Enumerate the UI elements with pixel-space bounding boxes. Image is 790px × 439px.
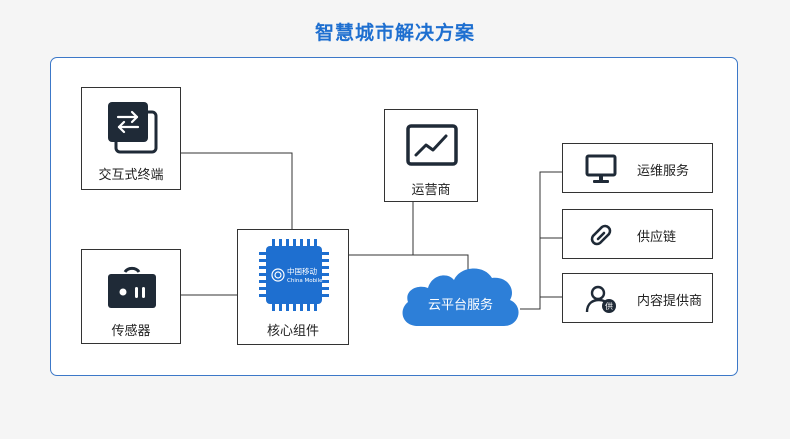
- line-chart-icon: [406, 124, 458, 166]
- node-terminal: 交互式终端: [81, 87, 181, 190]
- page-title: 智慧城市解决方案: [314, 23, 475, 44]
- china-mobile-chip-icon: 中国移动 China Mobile: [259, 239, 329, 311]
- service-supply-label: 供应链: [637, 229, 677, 244]
- provider-badge: 供: [605, 301, 613, 311]
- cloud-icon: [402, 268, 519, 326]
- chip-text-cn: 中国移动: [287, 266, 317, 276]
- node-sensor: 传感器: [81, 249, 181, 344]
- node-terminal-label: 交互式终端: [98, 167, 164, 182]
- connector-core-cloud: [349, 254, 469, 270]
- node-core-label: 核心组件: [266, 323, 319, 338]
- connector-cloud-ops: [520, 171, 562, 310]
- node-operator: 运营商: [384, 109, 478, 202]
- node-sensor-label: 传感器: [111, 323, 151, 338]
- monitor-icon: [585, 154, 617, 183]
- service-ops-label: 运维服务: [637, 163, 690, 178]
- service-content-label: 内容提供商: [637, 293, 703, 308]
- swap-arrows-icon: [108, 102, 158, 154]
- node-core: 中国移动 China Mobile 核心组件: [237, 229, 349, 345]
- service-content: 供 内容提供商: [562, 273, 713, 323]
- node-cloud-label: 云平台服务: [427, 297, 493, 312]
- service-supply: 供应链: [562, 209, 713, 259]
- link-icon: [590, 224, 612, 246]
- sensor-device-icon: [108, 266, 156, 308]
- provider-user-icon: 供: [585, 285, 616, 313]
- node-operator-label: 运营商: [411, 182, 451, 197]
- chip-text-en: China Mobile: [287, 278, 323, 284]
- service-ops: 运维服务: [562, 143, 713, 193]
- node-cloud: 云平台服务: [398, 258, 523, 328]
- connector-terminal-core: [181, 152, 293, 229]
